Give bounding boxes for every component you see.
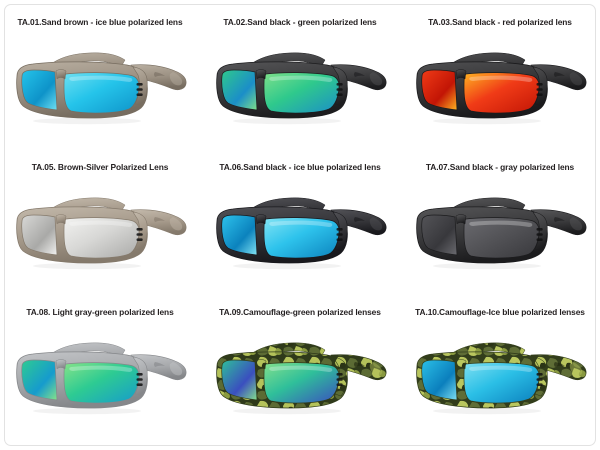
product-image[interactable] xyxy=(5,324,195,420)
sunglasses-illustration xyxy=(16,198,187,270)
product-cell-ta-06[interactable]: TA.06.Sand black - ice blue polarized le… xyxy=(200,145,400,290)
product-caption: TA.06.Sand black - ice blue polarized le… xyxy=(219,162,381,172)
product-caption: TA.08. Light gray-green polarized lens xyxy=(26,307,174,317)
sunglasses-illustration xyxy=(16,343,187,415)
sunglasses-illustration xyxy=(216,53,387,125)
product-caption: TA.07.Sand black - gray polarized lens xyxy=(425,162,575,172)
product-cell-ta-03[interactable]: TA.03.Sand black - red polarized lens xyxy=(400,0,600,145)
product-cell-ta-07[interactable]: TA.07.Sand black - gray polarized lens xyxy=(400,145,600,290)
product-image[interactable] xyxy=(205,34,395,130)
product-image[interactable] xyxy=(405,179,595,275)
sunglasses-illustration xyxy=(416,198,587,270)
product-image[interactable] xyxy=(405,34,595,130)
product-caption: TA.05. Brown-Silver Polarized Lens xyxy=(31,162,169,172)
product-cell-ta-09[interactable]: TA.09.Camouflage-green polarized lenses xyxy=(200,290,400,440)
product-caption: TA.01.Sand brown - ice blue polarized le… xyxy=(17,17,183,27)
product-caption: TA.10.Camouflage-Ice blue polarized lens… xyxy=(415,307,585,317)
product-image[interactable] xyxy=(205,179,395,275)
product-caption: TA.03.Sand black - red polarized lens xyxy=(428,17,572,27)
product-cell-ta-02[interactable]: TA.02.Sand black - green polarized lens xyxy=(200,0,400,145)
product-caption: TA.09.Camouflage-green polarized lenses xyxy=(219,307,381,317)
product-cell-ta-10[interactable]: TA.10.Camouflage-Ice blue polarized lens… xyxy=(400,290,600,440)
product-image[interactable] xyxy=(205,324,395,420)
product-cell-ta-08[interactable]: TA.08. Light gray-green polarized lens xyxy=(0,290,200,440)
product-caption: TA.02.Sand black - green polarized lens xyxy=(223,17,377,27)
product-image[interactable] xyxy=(5,179,195,275)
sunglasses-illustration xyxy=(416,343,587,415)
product-cell-ta-05[interactable]: TA.05. Brown-Silver Polarized Lens xyxy=(0,145,200,290)
sunglasses-illustration xyxy=(216,198,387,270)
product-cell-ta-01[interactable]: TA.01.Sand brown - ice blue polarized le… xyxy=(0,0,200,145)
product-image[interactable] xyxy=(5,34,195,130)
sunglasses-illustration xyxy=(16,53,187,125)
sunglasses-illustration xyxy=(416,53,587,125)
sunglasses-illustration xyxy=(216,343,387,415)
product-image[interactable] xyxy=(405,324,595,420)
